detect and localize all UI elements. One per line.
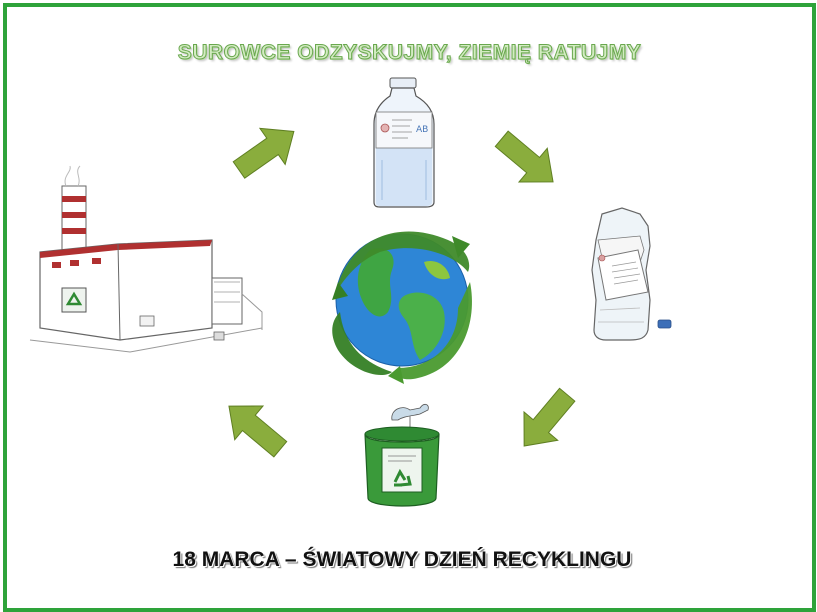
bottle-cap-icon: [657, 319, 672, 329]
headline: SUROWCE ODZYSKUJMY, ZIEMIĘ RATUJMY: [177, 41, 642, 65]
arrow-bottle-to-crushed-icon: [494, 130, 554, 183]
bottle-label-text: AB: [416, 125, 428, 135]
recycle-symbol-icon: [393, 468, 412, 487]
arrow-crushed-to-bin-icon: [523, 387, 576, 447]
crushed-bottle-icon: [591, 207, 672, 341]
bottle-icon: AB: [373, 77, 435, 208]
footer-caption: 18 MARCA – ŚWIATOWY DZIEŃ RECYKLINGU: [172, 548, 632, 571]
globe-recycle-icon: [332, 231, 472, 384]
recycling-bin-icon: [364, 404, 440, 507]
fish-bone-icon: [391, 404, 429, 421]
arrow-factory-to-bottle-icon: [232, 127, 295, 179]
factory-icon: [29, 165, 263, 353]
arrow-bin-to-factory-icon: [228, 405, 288, 458]
